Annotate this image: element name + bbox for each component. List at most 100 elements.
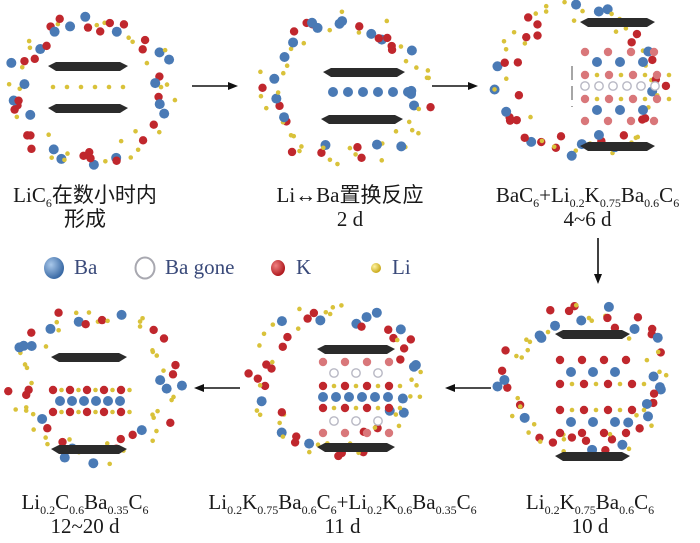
li-atom bbox=[43, 435, 48, 440]
ba-atom bbox=[279, 51, 290, 62]
li-atom bbox=[501, 38, 507, 44]
k-atom bbox=[287, 147, 297, 157]
li-atom bbox=[519, 355, 525, 360]
k-atom bbox=[357, 153, 366, 162]
li-atom bbox=[666, 96, 672, 102]
li-atom bbox=[24, 365, 30, 371]
k-atom bbox=[317, 148, 326, 157]
li-atom bbox=[127, 387, 132, 393]
stage-4-caption: Li0.2K0.75Ba0.6C6 10 d bbox=[505, 490, 675, 538]
k-atom bbox=[318, 381, 328, 391]
k-atom bbox=[277, 408, 287, 417]
stage-1-formula: LiC6在数小时内 bbox=[0, 183, 170, 209]
li-atom bbox=[511, 29, 517, 35]
li-atom bbox=[315, 442, 321, 448]
k-atom bbox=[128, 430, 137, 440]
li-atom bbox=[569, 381, 575, 387]
li-atom-icon bbox=[371, 262, 381, 273]
li-atom bbox=[330, 305, 336, 310]
k-atom bbox=[649, 47, 659, 57]
legend: Ba Ba gone K Li bbox=[0, 255, 700, 285]
stage-2-diagram bbox=[255, 9, 445, 180]
li-atom bbox=[135, 147, 141, 153]
li-atom bbox=[126, 35, 131, 41]
li-atom bbox=[140, 315, 145, 321]
li-atom bbox=[545, 329, 551, 335]
li-atom bbox=[93, 387, 98, 393]
ba-atom bbox=[403, 87, 413, 97]
li-atom bbox=[397, 405, 403, 411]
formula-subscript: 6 bbox=[673, 196, 680, 210]
k-atom bbox=[500, 58, 509, 67]
k-atom bbox=[564, 306, 574, 316]
li-atom bbox=[62, 157, 67, 163]
k-atom bbox=[627, 379, 637, 389]
k-atom bbox=[357, 322, 366, 331]
li-atom bbox=[291, 133, 297, 139]
k-atom bbox=[79, 151, 88, 161]
li-atom bbox=[372, 425, 378, 430]
li-atom bbox=[26, 38, 32, 44]
stage-4-time: 10 d bbox=[571, 514, 609, 538]
li-atom bbox=[43, 344, 49, 349]
ba-atom bbox=[361, 312, 372, 323]
k-atom bbox=[580, 116, 590, 126]
formula-subscript: 0.35 bbox=[107, 503, 129, 517]
legend-item-k: K bbox=[268, 255, 311, 280]
k-atom bbox=[42, 41, 51, 51]
formula-subscript: 0.75 bbox=[599, 196, 621, 210]
ba-atom bbox=[161, 383, 172, 394]
formula-subscript: 6 bbox=[533, 196, 540, 210]
ba-atom bbox=[312, 22, 323, 33]
ba-gone-atom bbox=[373, 368, 383, 378]
li-atom bbox=[528, 114, 533, 120]
li-atom bbox=[299, 144, 304, 149]
ba-atom bbox=[80, 11, 91, 22]
stage-4-diagram bbox=[492, 300, 685, 470]
k-atom bbox=[362, 357, 372, 367]
ba-gone-atom bbox=[580, 81, 590, 91]
ba-atom bbox=[373, 87, 383, 97]
k-atom bbox=[548, 438, 558, 447]
k-atom bbox=[603, 313, 612, 323]
formula-subscript: 0.2 bbox=[227, 503, 243, 517]
ba-atom bbox=[617, 439, 628, 450]
li-atom bbox=[641, 381, 647, 387]
ba-atom bbox=[48, 144, 59, 155]
li-atom bbox=[73, 310, 79, 316]
k-atom bbox=[635, 424, 644, 433]
ba-atom bbox=[410, 360, 421, 371]
formula-subscript: 6 bbox=[648, 503, 655, 517]
k-atom bbox=[396, 355, 405, 364]
k-atom bbox=[290, 438, 300, 447]
k-atom bbox=[522, 32, 531, 42]
ba-atom bbox=[406, 45, 417, 56]
legend-item-ba: Ba bbox=[42, 255, 97, 280]
li-atom bbox=[56, 327, 61, 333]
k-atom bbox=[426, 102, 435, 112]
graphene-layer bbox=[317, 345, 395, 354]
formula-subscript: 6 bbox=[470, 503, 477, 517]
k-atom bbox=[318, 428, 328, 438]
k-atom bbox=[138, 45, 147, 54]
li-atom bbox=[580, 8, 585, 14]
li-atom bbox=[626, 446, 632, 452]
k-atom bbox=[253, 374, 263, 383]
arrow-left-4-to-5 bbox=[445, 384, 491, 392]
li-atom bbox=[103, 158, 108, 164]
formula-text: C bbox=[634, 490, 649, 514]
li-atom bbox=[593, 381, 599, 387]
li-atom bbox=[320, 145, 326, 151]
ba-atom bbox=[269, 73, 280, 84]
ba-atom bbox=[398, 407, 409, 418]
ba-gone-atom bbox=[329, 416, 339, 426]
k-atom bbox=[65, 407, 75, 417]
li-atom bbox=[277, 420, 282, 426]
stage-6-time: 12~20 d bbox=[50, 514, 120, 538]
graphene-layer bbox=[51, 445, 127, 454]
k-atom bbox=[355, 22, 364, 31]
stage-3-diagram bbox=[489, 0, 680, 170]
k-atom bbox=[54, 308, 63, 317]
li-atom bbox=[275, 90, 281, 95]
li-atom bbox=[94, 22, 100, 28]
